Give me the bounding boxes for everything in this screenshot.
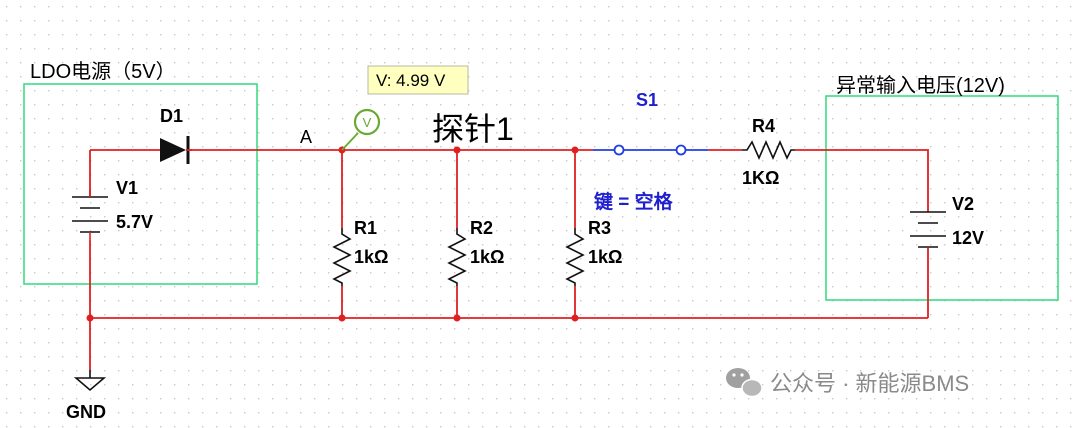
resistor-r2 bbox=[447, 228, 467, 286]
switch-s1 bbox=[593, 144, 708, 156]
resistor-r1 bbox=[332, 228, 352, 286]
switch-contact-right bbox=[675, 144, 687, 156]
label-r4-value: 1KΩ bbox=[742, 168, 779, 188]
resistor-r4 bbox=[742, 140, 795, 160]
diode-d1 bbox=[160, 136, 192, 164]
resistor-r3 bbox=[565, 228, 585, 286]
label-v2: V2 bbox=[952, 194, 974, 214]
junctions bbox=[86, 146, 579, 322]
wechat-icon bbox=[726, 368, 763, 398]
battery-v2 bbox=[910, 211, 946, 248]
label-r2-value: 1kΩ bbox=[470, 247, 504, 267]
label-r3-value: 1kΩ bbox=[588, 247, 622, 267]
watermark: 公众号 · 新能源BMS bbox=[726, 368, 969, 398]
label-s1: S1 bbox=[636, 90, 658, 110]
switch-contact-left bbox=[613, 144, 625, 156]
label-r1: R1 bbox=[354, 218, 377, 238]
probe-symbol: V bbox=[363, 115, 372, 130]
ldo-box bbox=[23, 83, 258, 285]
label-gnd: GND bbox=[66, 402, 106, 422]
wires bbox=[89, 149, 929, 370]
label-s1-key: 键 = 空格 bbox=[593, 190, 674, 213]
node-a: A bbox=[300, 127, 312, 147]
label-r2: R2 bbox=[470, 218, 493, 238]
probe-name: 探针1 bbox=[432, 111, 514, 147]
voltmeter-icon bbox=[353, 108, 381, 136]
abnormal-box bbox=[825, 95, 1059, 301]
battery-v1 bbox=[72, 190, 108, 240]
probe-reading: V: 4.99 V bbox=[376, 71, 446, 90]
label-r4: R4 bbox=[752, 116, 775, 136]
label-v2-value: 12V bbox=[952, 228, 984, 248]
abnormal-title: 异常输入电压(12V) bbox=[836, 74, 1005, 97]
probe-1: V V: 4.99 V bbox=[341, 65, 469, 151]
label-r1-value: 1kΩ bbox=[354, 247, 388, 267]
label-v1: V1 bbox=[116, 178, 138, 198]
ground-symbol bbox=[73, 370, 107, 392]
label-v1-value: 5.7V bbox=[116, 212, 153, 232]
label-d1: D1 bbox=[160, 106, 183, 126]
ldo-title: LDO电源（5V） bbox=[30, 60, 176, 83]
label-r3: R3 bbox=[588, 218, 611, 238]
probe-reading-box bbox=[367, 65, 469, 95]
watermark-text: 公众号 · 新能源BMS bbox=[770, 371, 969, 396]
